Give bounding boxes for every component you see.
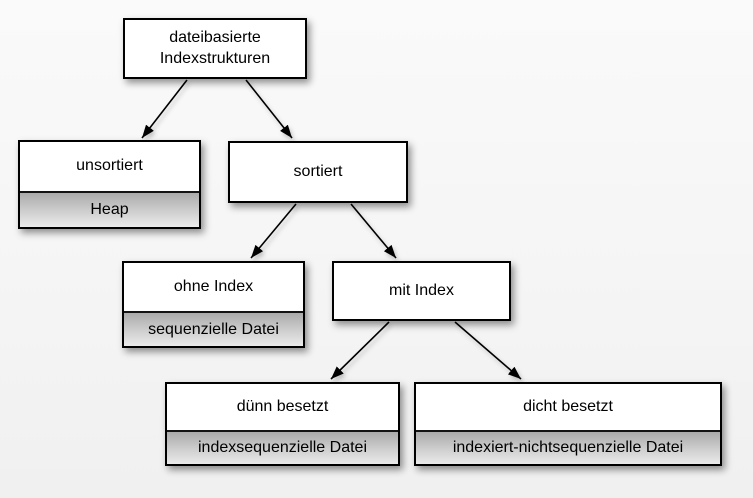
node-with-index: mit Index bbox=[332, 261, 511, 321]
edge-sorted-no-index bbox=[250, 203, 297, 259]
edge-root-unsorted bbox=[141, 79, 188, 139]
node-dense: dicht besetzt indexiert-nichtsequenziell… bbox=[414, 382, 722, 466]
node-sparse: dünn besetzt indexsequenzielle Datei bbox=[165, 382, 400, 466]
node-dense-sublabel: indexiert-nichtsequenzielle Datei bbox=[416, 430, 720, 464]
node-sorted-label: sortiert bbox=[293, 162, 343, 180]
edge-sorted-with-index bbox=[350, 203, 397, 259]
node-root-label: dateibasierte Indexstrukturen bbox=[159, 28, 271, 67]
node-dense-label: dicht besetzt bbox=[523, 397, 613, 415]
edge-with-index-sparse bbox=[330, 321, 390, 380]
node-sparse-label: dünn besetzt bbox=[236, 397, 329, 415]
edge-with-index-dense bbox=[454, 321, 522, 380]
node-sparse-sublabel: indexsequenzielle Datei bbox=[167, 430, 398, 464]
edge-root-sorted bbox=[245, 79, 293, 139]
node-no-index-label: ohne Index bbox=[173, 277, 254, 295]
node-unsorted-label: unsortiert bbox=[76, 157, 143, 175]
node-no-index: ohne Index sequenzielle Datei bbox=[122, 261, 305, 348]
node-root: dateibasierte Indexstrukturen bbox=[123, 18, 307, 79]
node-no-index-sublabel: sequenzielle Datei bbox=[124, 311, 303, 346]
node-with-index-label: mit Index bbox=[389, 281, 454, 299]
node-unsorted: unsortiert Heap bbox=[18, 140, 201, 229]
node-unsorted-sublabel: Heap bbox=[20, 191, 199, 227]
node-sorted: sortiert bbox=[228, 141, 408, 203]
